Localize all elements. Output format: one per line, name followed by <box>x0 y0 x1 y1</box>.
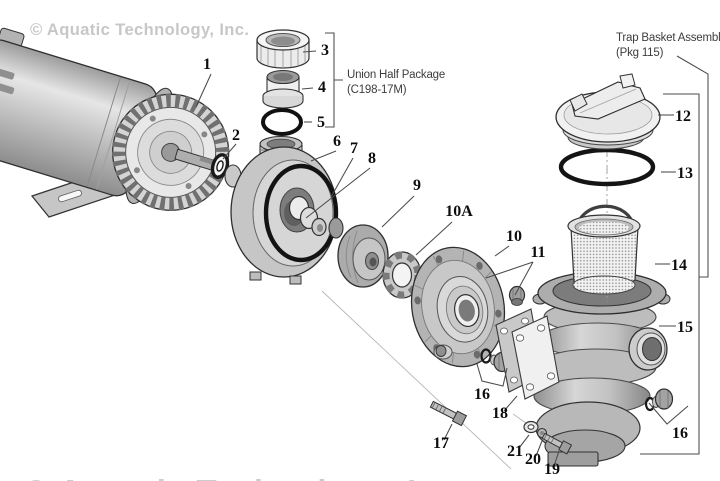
union-oring <box>261 108 303 136</box>
watermark-top: © Aquatic Technology, Inc. <box>30 21 249 39</box>
callout-21: 21 <box>507 443 523 460</box>
callout-9: 9 <box>413 177 421 194</box>
callout-7: 7 <box>350 140 358 157</box>
callout-2: 2 <box>232 127 240 144</box>
motor <box>0 27 230 218</box>
callout-5: 5 <box>317 114 325 131</box>
trap-assembly-label-line1: Trap Basket Assembly <box>616 32 720 44</box>
leader-line-1 <box>195 73 212 108</box>
bolt-19 <box>541 432 573 455</box>
trap-assembly-bracket-inner <box>640 93 700 455</box>
callout-17: 17 <box>433 435 449 452</box>
leader-line-16 <box>476 363 508 387</box>
watermark-bottom: © Aquatic Technology, Inc. <box>24 473 468 481</box>
union-package-label-line2: (C198-17M) <box>347 84 407 96</box>
drain-plug-oring <box>480 348 492 364</box>
leader-line-7 <box>330 157 354 198</box>
leader-lines <box>195 50 689 467</box>
leader-line-10 <box>494 245 510 257</box>
callout-6: 6 <box>333 133 341 150</box>
callout-4: 4 <box>318 79 326 96</box>
callout-10A: 10A <box>445 203 473 220</box>
leader-line-20 <box>535 440 543 457</box>
strainer-basket <box>567 204 641 295</box>
impeller-lock-ring <box>382 251 422 299</box>
trap-lid <box>555 73 661 150</box>
impeller <box>328 217 389 288</box>
motor-vent <box>0 67 15 80</box>
callout-12: 12 <box>675 108 691 125</box>
motor-vent <box>0 81 15 95</box>
callout-16: 16 <box>474 386 490 403</box>
callout-10: 10 <box>506 228 522 245</box>
callout-8: 8 <box>368 150 376 167</box>
trap-assembly-bracket-outer <box>676 55 709 278</box>
seal-plate <box>410 246 506 368</box>
callout-20: 20 <box>525 451 541 468</box>
leader-line-6 <box>310 150 337 162</box>
volute <box>224 135 338 285</box>
leader-line-16 <box>648 402 689 425</box>
lid-handle-tab <box>569 93 588 112</box>
motor-base-slot <box>57 189 83 203</box>
lid-oring <box>558 147 656 187</box>
callout-3: 3 <box>321 42 329 59</box>
leader-line-10A <box>415 221 453 256</box>
leader-line-11 <box>514 261 534 296</box>
leader-line-2 <box>222 143 237 160</box>
shaft-slinger <box>210 153 230 179</box>
callout-16: 16 <box>672 425 688 442</box>
volute-foot <box>249 271 262 281</box>
volute-foot <box>289 275 302 285</box>
union-package-label-line1: Union Half Package <box>347 69 445 81</box>
callout-15: 15 <box>677 319 693 336</box>
leader-line-3 <box>302 50 317 53</box>
callout-19: 19 <box>544 461 560 478</box>
trap-pot-foot <box>547 451 599 467</box>
callout-11: 11 <box>530 244 545 261</box>
assembly-axis-line <box>321 290 512 470</box>
trap-assembly-label-line2: (Pkg 115) <box>616 47 664 59</box>
shaft-seal <box>288 195 327 237</box>
callout-13: 13 <box>677 165 693 182</box>
union-package-bracket <box>325 32 343 128</box>
leader-line-11 <box>485 261 534 279</box>
volute-oring <box>263 163 339 263</box>
leader-line-9 <box>381 195 415 228</box>
leader-line-4 <box>301 87 314 90</box>
leader-line-21 <box>518 434 530 449</box>
leader-line-8 <box>305 167 371 219</box>
drain-plug-right <box>644 388 674 412</box>
fastener-group <box>523 420 573 455</box>
callout-14: 14 <box>671 257 687 274</box>
leader-line-17 <box>443 423 453 441</box>
impeller-collar <box>328 217 344 239</box>
leader-line-18 <box>503 395 518 412</box>
callout-1: 1 <box>203 56 211 73</box>
leader-line-19 <box>553 450 560 467</box>
lid-handle-tab <box>619 73 636 89</box>
bolt-17 <box>429 400 468 427</box>
plug-11 <box>508 285 526 306</box>
union-half-package <box>256 29 310 136</box>
mounting-plate-group <box>495 308 560 440</box>
callout-18: 18 <box>492 405 508 422</box>
